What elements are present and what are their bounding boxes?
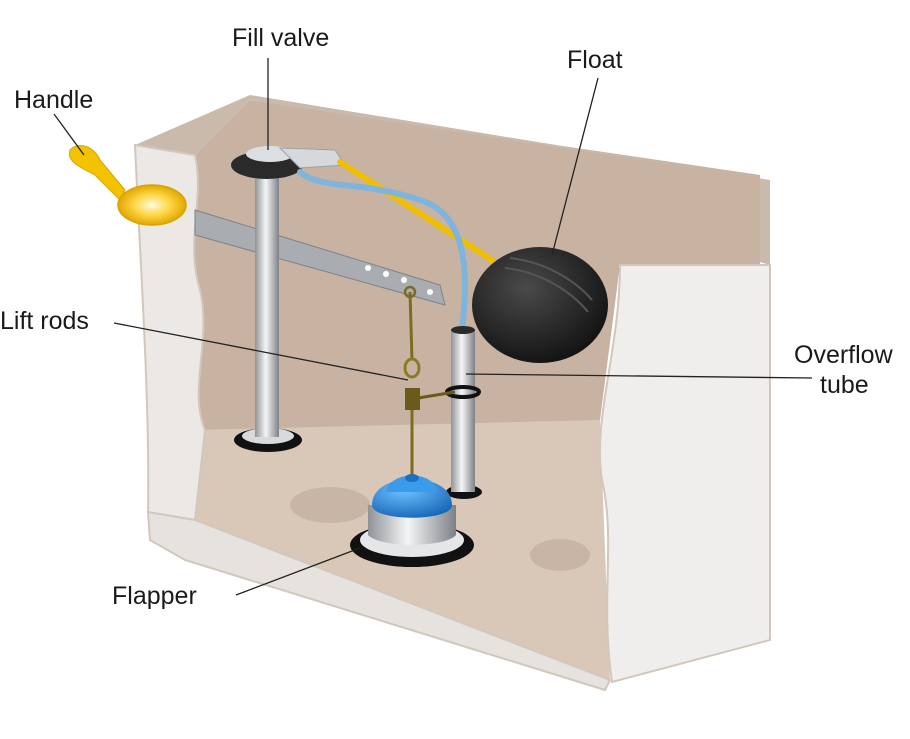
refill-hose <box>297 169 469 333</box>
flapper <box>350 474 474 567</box>
tank-right-wall <box>598 264 771 684</box>
flapper-leader <box>235 547 361 596</box>
float-label: Float <box>567 46 623 74</box>
overflow-tube-body <box>451 330 475 492</box>
lever-hole <box>365 265 371 271</box>
floor-shadow <box>290 487 370 523</box>
overflow-tube-label-line1: Overflow <box>794 341 894 369</box>
float-leader <box>551 77 599 256</box>
leader-lines <box>53 58 813 596</box>
lift-rod-guide-arm <box>417 390 456 400</box>
tank-front-wall <box>146 510 612 692</box>
flapper-label: Flapper <box>112 582 197 610</box>
float <box>472 247 608 363</box>
flapper-knob <box>405 474 419 482</box>
lift-rod-loop <box>403 357 421 379</box>
float-ball <box>472 247 608 363</box>
labels: Fill valve Float Handle Lift rods Overfl… <box>0 24 894 610</box>
lift-rods-leader <box>113 322 409 381</box>
lever-hole <box>383 271 389 277</box>
handle-knob <box>117 184 187 226</box>
overflow-tube-label-line2: tube <box>820 371 869 399</box>
lever-hole <box>401 277 407 283</box>
lift-rods-label: Lift rods <box>0 307 89 335</box>
handle-lever <box>68 145 126 201</box>
overflow-tube-top <box>451 326 475 334</box>
tank <box>133 95 771 692</box>
handle-label: Handle <box>14 86 93 114</box>
lift-rod-hook <box>403 285 417 299</box>
fill-valve-assembly <box>231 146 495 452</box>
lift-rods <box>403 285 456 480</box>
lift-rod-upper <box>408 291 414 361</box>
overflow-leader <box>465 373 813 379</box>
lever-hole <box>427 289 433 295</box>
tank-rim <box>135 95 770 265</box>
fill-valve-label: Fill valve <box>232 24 329 52</box>
floor-shadow <box>530 539 590 571</box>
handle-leader <box>53 113 85 156</box>
handle <box>68 145 187 226</box>
fill-valve-shaft <box>255 175 279 437</box>
flapper-dome <box>386 475 438 492</box>
lift-rod-guide <box>405 388 420 410</box>
float-ridge <box>504 267 589 313</box>
float-ridge <box>509 257 593 301</box>
float-arm <box>337 159 495 263</box>
